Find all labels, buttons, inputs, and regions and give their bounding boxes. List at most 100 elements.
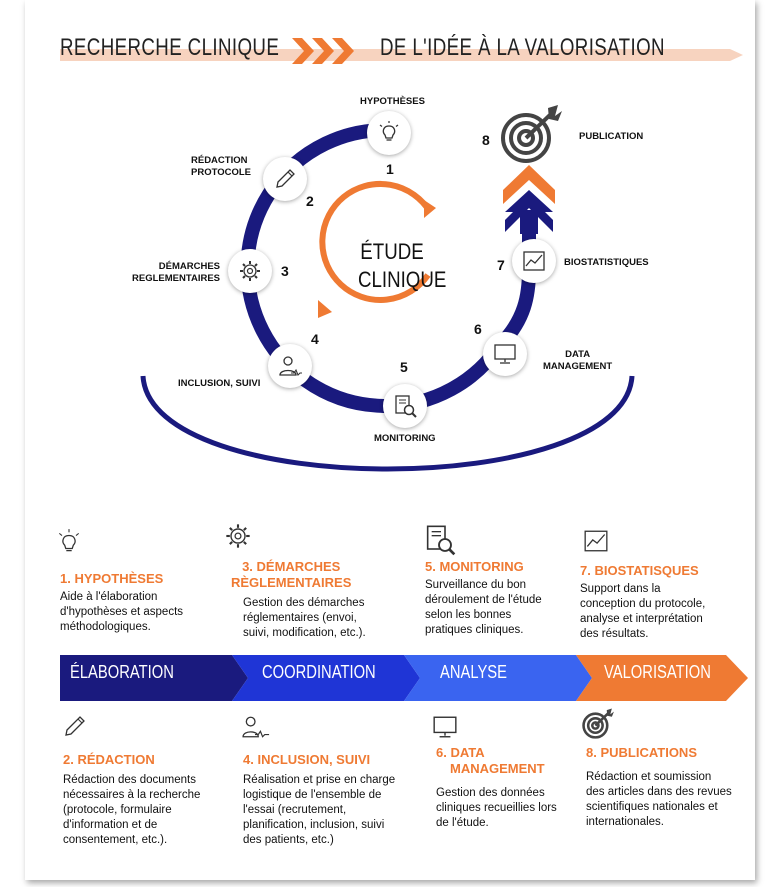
section-7-chart-icon: [584, 530, 608, 552]
section-2-text: Rédaction des documents nécessaires à la…: [63, 773, 200, 848]
section-3-gears-icon: [226, 524, 250, 548]
header-chevrons-icon: [292, 38, 354, 64]
header-title-left: RECHERCHE CLINIQUE: [60, 34, 280, 61]
chart-icon: [523, 251, 545, 271]
step-7-label: BIOSTATISTIQUES: [564, 257, 649, 268]
section-7-line: analyse et interprétation: [580, 613, 703, 625]
section-6-line: cliniques recueillies lors: [436, 802, 557, 814]
step-4-label: INCLUSION, SUIVI: [178, 378, 261, 389]
section-4-line: des patients, etc.): [243, 834, 334, 846]
section-6-monitor-icon: [433, 716, 457, 738]
section-2-title: 2. RÉDACTION: [63, 752, 155, 767]
pencil-icon: [276, 169, 295, 188]
section-5-line: pratiques cliniques.: [425, 624, 524, 636]
section-4-text: Réalisation et prise en charge logistiqu…: [243, 773, 395, 848]
section-5-document-search-icon: [426, 525, 456, 556]
step-3-number: 3: [281, 263, 289, 279]
section-5-line: déroulement de l'étude: [425, 594, 542, 606]
step-6-label-line2: MANAGEMENT: [543, 361, 613, 372]
header-bar: [60, 49, 743, 61]
gears-icon: [240, 261, 260, 281]
section-7-title: 7. BIOSTATISQUES: [580, 563, 699, 578]
step-3-label-line1: DÉMARCHES: [158, 261, 220, 272]
section-3-text: Gestion des démarches réglementaires (en…: [243, 596, 366, 641]
section-6-text: Gestion des données cliniques recueillie…: [436, 786, 557, 831]
section-4-line: l'essai (recrutement,: [243, 804, 347, 816]
step-4-circle: [268, 344, 312, 388]
section-1-line: Aide à l'élaboration: [60, 591, 158, 603]
step-2-label: RÉDACTION PROTOCOLE: [191, 155, 251, 179]
step-3-label: DÉMARCHES REGLEMENTAIRES: [130, 261, 220, 285]
section-5-line: Surveillance du bon: [425, 579, 527, 591]
section-2-line: d'information et de: [63, 819, 158, 831]
section-8-line: scientifiques nationales et: [586, 801, 718, 813]
header-title-right: DE L'IDÉE À LA VALORISATION: [380, 34, 665, 61]
section-4-patient-icon: [242, 716, 270, 738]
section-6-line: de l'étude.: [436, 817, 489, 829]
step-4-number: 4: [311, 331, 319, 347]
step-3-label-line2: REGLEMENTAIRES: [132, 273, 220, 284]
section-2-pencil-icon: [65, 716, 85, 736]
section-4-line: planification, inclusion, suivi: [243, 819, 385, 831]
patient-icon: [279, 356, 302, 376]
section-6-title-line2: MANAGEMENT: [450, 761, 545, 776]
monitor-icon: [494, 344, 516, 364]
step-6-label: DATA MANAGEMENT: [543, 349, 612, 373]
section-6-line: Gestion des données: [436, 787, 545, 799]
section-2-line: Rédaction des documents: [63, 774, 196, 786]
phase-elaboration: ÉLABORATION: [70, 662, 174, 682]
step-2-label-line1: RÉDACTION: [191, 155, 248, 166]
section-8-title: 8. PUBLICATIONS: [586, 745, 697, 760]
section-1-text: Aide à l'élaboration d'hypothèses et asp…: [60, 590, 183, 635]
step-1-label: HYPOTHÈSES: [360, 96, 425, 107]
section-7-line: conception du protocole,: [580, 598, 706, 610]
section-6-title-line1: 6. DATA: [436, 745, 485, 760]
section-3-line: suivi, modification, etc.).: [243, 627, 366, 639]
section-2-line: (protocole, formulaire: [63, 804, 172, 816]
step-6-number: 6: [474, 321, 482, 337]
section-6-title: 6. DATA MANAGEMENT: [436, 745, 545, 777]
section-3-title-line1: 3. DÉMARCHES: [242, 559, 341, 574]
section-4-title: 4. INCLUSION, SUIVI: [243, 752, 371, 767]
step-1-number: 1: [386, 161, 394, 177]
section-3-title-line2: RÈGLEMENTAIRES: [231, 575, 352, 590]
step-2-circle: [263, 157, 307, 201]
step-2-label-line2: PROTOCOLE: [191, 167, 251, 178]
step-8-number: 8: [482, 132, 490, 148]
section-1-line: méthodologiques.: [60, 621, 151, 633]
section-8-line: Rédaction et soumission: [586, 771, 712, 783]
section-3-line: réglementaires (envoi,: [243, 612, 357, 624]
step-5-label: MONITORING: [374, 433, 436, 444]
phase-analyse: ANALYSE: [440, 662, 507, 682]
phase-coordination: COORDINATION: [262, 662, 376, 682]
section-3-line: Gestion des démarches: [243, 597, 365, 609]
step-7-number: 7: [497, 257, 505, 273]
section-2-line: consentement, etc.).: [63, 834, 168, 846]
section-8-text: Rédaction et soumission des articles dan…: [586, 770, 732, 830]
section-1-lightbulb-icon: [58, 529, 80, 552]
section-4-line: Réalisation et prise en charge: [243, 774, 396, 786]
section-3-title: 3. DÉMARCHES RÈGLEMENTAIRES: [231, 559, 351, 591]
document-search-icon: [395, 395, 417, 418]
section-2-line: nécessaires à la recherche: [63, 789, 201, 801]
step-8-label: PUBLICATION: [579, 131, 644, 142]
section-7-line: Support dans la: [580, 583, 661, 595]
phase-valorisation: VALORISATION: [604, 662, 711, 682]
section-5-text: Surveillance du bon déroulement de l'étu…: [425, 578, 542, 638]
section-8-line: des articles dans des revues: [586, 786, 732, 798]
lightbulb-icon: [379, 121, 399, 141]
step-7-circle: [512, 239, 556, 283]
step-1-circle: [367, 111, 411, 155]
center-title-line1: ÉTUDE: [360, 239, 424, 264]
step-6-label-line1: DATA: [565, 349, 591, 360]
section-7-text: Support dans la conception du protocole,…: [580, 582, 705, 642]
step-5-circle: [383, 384, 427, 428]
step-2-number: 2: [306, 193, 314, 209]
section-1-title: 1. HYPOTHÈSES: [60, 571, 164, 586]
section-1-line: d'hypothèses et aspects: [60, 606, 184, 618]
section-4-line: logistique de l'ensemble de: [243, 789, 382, 801]
step-5-number: 5: [400, 359, 408, 375]
step-3-circle: [228, 249, 272, 293]
section-5-line: selon les bonnes: [425, 609, 512, 621]
